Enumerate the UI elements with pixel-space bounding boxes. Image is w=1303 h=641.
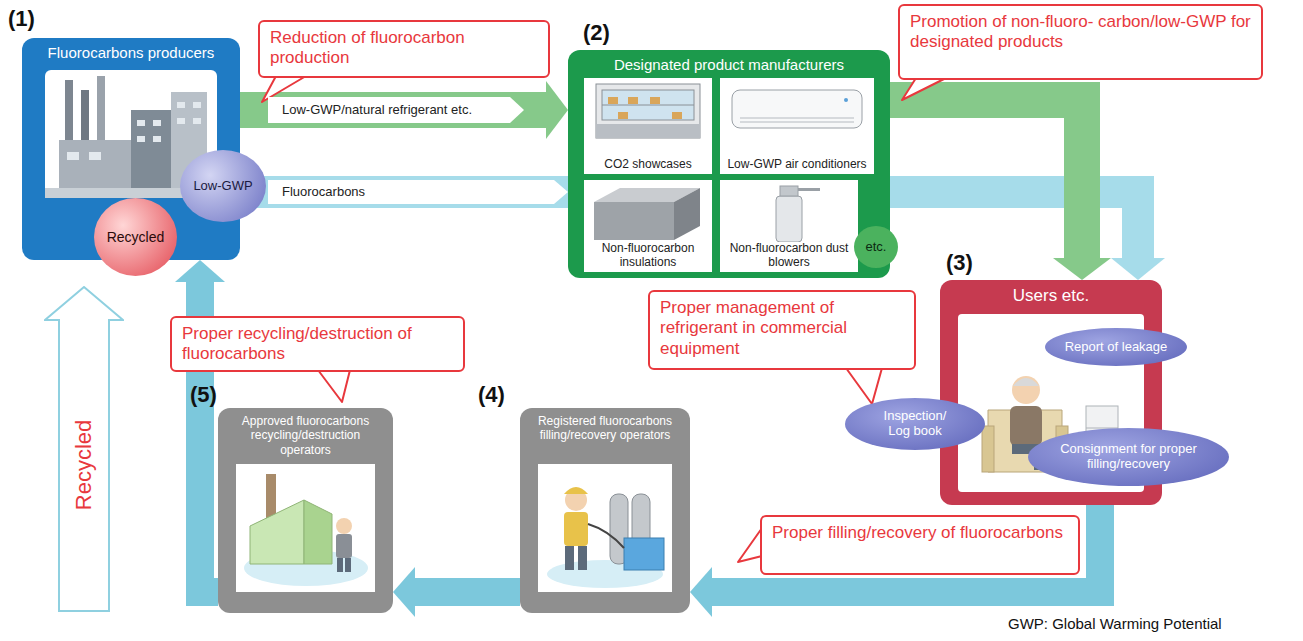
band-label: Low-GWP/natural refrigerant etc. [268, 97, 524, 123]
recycling-plant-illustration [236, 464, 375, 592]
band-label: Fluorocarbons [268, 180, 568, 204]
callout-box: Reduction of fluorocarbon production [258, 20, 550, 78]
insulation-illustration [588, 182, 708, 242]
band-label-text: Recycled [71, 420, 97, 510]
arrow-head [175, 260, 225, 282]
flow-band [240, 81, 568, 139]
dust-blower-illustration [724, 182, 854, 242]
node-text: Fluorocarbons producers [30, 44, 232, 62]
arrow-head [546, 81, 568, 139]
duty-ellipse: Report of leakage [1045, 328, 1187, 366]
flow-band-path [712, 505, 1100, 592]
arrow-head [690, 567, 712, 617]
callout-tail [902, 78, 946, 100]
flow-band-path [240, 92, 546, 128]
flow-band [393, 567, 520, 617]
showcase-illustration [588, 80, 708, 142]
band-label-text: Fluorocarbons [268, 180, 568, 204]
node-text: Users etc. [948, 286, 1154, 306]
callout-tail [846, 368, 882, 404]
callout-text: Promotion of non-fluoro- carbon/low-GWP … [910, 12, 1251, 53]
product-box: CO2 showcases [584, 78, 712, 174]
flow-band-path [415, 578, 520, 606]
recycled-circle: Recycled [94, 198, 177, 276]
flow-band [890, 100, 1111, 280]
node-text: Inspection/ Log book [873, 409, 957, 439]
callout-tail [318, 370, 350, 402]
node-text: Non-fluorocarbon dust blowers [724, 242, 854, 270]
callout-box: Proper management of refrigerant in comm… [648, 290, 916, 370]
node-text: Low-GWP [193, 179, 252, 194]
node-text: Registered fluorocarbons filling/recover… [528, 414, 682, 443]
callout-tail [738, 528, 762, 562]
footnote: GWP: Global Warming Potential [1008, 615, 1222, 632]
callout-number: (4) [478, 382, 505, 408]
band-label: Recycled [44, 286, 124, 612]
user-box: Users etc.Report of leakageInspection/ L… [940, 280, 1162, 505]
callout-text: Proper filling/recovery of fluorocarbons [772, 523, 1068, 543]
node-text: Low-GWP air conditioners [724, 158, 870, 172]
callout-box: Proper filling/recovery of fluorocarbons [760, 515, 1080, 575]
node-text: Non-fluorocarbon insulations [588, 242, 708, 270]
arrow-head [1053, 258, 1111, 280]
low-gwp-circle: Low-GWP [180, 150, 266, 222]
node-text: Approved fluorocarbons recycling/destruc… [226, 414, 385, 457]
arrow-head [1111, 258, 1165, 280]
node-text: Report of leakage [1065, 340, 1168, 355]
etc-ellipse: etc. [854, 226, 898, 268]
callout-text: Proper recycling/destruction of fluoroca… [182, 324, 453, 365]
callout-box: Promotion of non-fluoro- carbon/low-GWP … [898, 4, 1263, 80]
callout-text: Reduction of fluorocarbon production [270, 28, 538, 69]
duty-ellipse: Inspection/ Log book [845, 398, 985, 450]
product-box: Non-fluorocarbon insulations [584, 180, 712, 272]
flow-band [690, 505, 1100, 617]
callout-box: Proper recycling/destruction of fluoroca… [170, 316, 465, 372]
node-text: etc. [866, 240, 887, 255]
callout-number: (1) [8, 6, 35, 32]
flow-band-path [890, 100, 1082, 258]
manufacturer-box: Designated product manufacturers CO2 sho… [568, 50, 890, 278]
product-box: Low-GWP air conditioners [720, 78, 874, 174]
duty-ellipse: Consignment for proper filling/recovery [1028, 428, 1229, 486]
node-text: Consignment for proper filling/recovery [1055, 442, 1203, 472]
operator-box: Approved fluorocarbons recycling/destruc… [218, 408, 393, 613]
filling-operator-illustration [538, 464, 672, 592]
producer-box: Fluorocarbons producersLow-GWPRecycled [22, 38, 240, 260]
operator-box: Registered fluorocarbons filling/recover… [520, 408, 690, 613]
node-text: Designated product manufacturers [576, 56, 882, 74]
arrow-head [393, 567, 415, 617]
product-box: Non-fluorocarbon dust blowers [720, 180, 858, 272]
node-text: Recycled [107, 229, 165, 245]
band-label-text: Low-GWP/natural refrigerant etc. [268, 97, 524, 123]
callout-text: Proper management of refrigerant in comm… [660, 298, 904, 359]
callout-number: (2) [583, 20, 610, 46]
callout-number: (3) [946, 250, 973, 276]
node-text: CO2 showcases [588, 158, 708, 172]
air-conditioner-illustration [724, 80, 870, 142]
callout-number: (5) [190, 382, 217, 408]
